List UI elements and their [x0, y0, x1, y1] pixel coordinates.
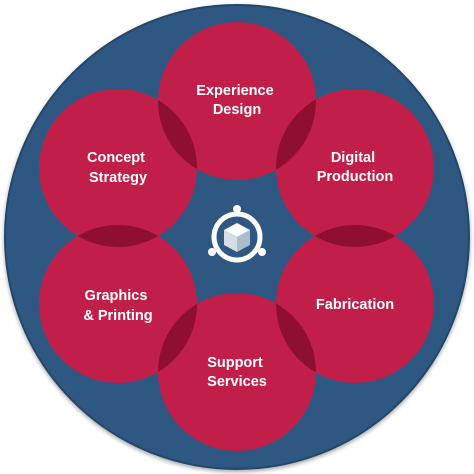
label-support-services: Support Services — [207, 355, 267, 390]
petal-digital-production — [276, 89, 434, 247]
cube-network-icon — [208, 205, 266, 263]
label-concept-strategy: Concept Strategy — [87, 150, 149, 186]
label-experience-design: Experience Design — [196, 83, 277, 118]
petal-labels: Experience Design Digital Production Fab… — [83, 83, 394, 390]
petal-concept-strategy — [39, 89, 197, 247]
petal-layer — [39, 22, 434, 451]
petal-experience-design — [158, 22, 316, 180]
petal-support-services — [158, 293, 316, 451]
label-digital-production: Digital Production — [317, 150, 394, 185]
label-fabrication: Fabrication — [316, 297, 394, 313]
petal-graphics-printing — [39, 225, 197, 383]
label-graphics-printing: Graphics & Printing — [83, 288, 152, 324]
petal-fabrication — [276, 225, 434, 383]
